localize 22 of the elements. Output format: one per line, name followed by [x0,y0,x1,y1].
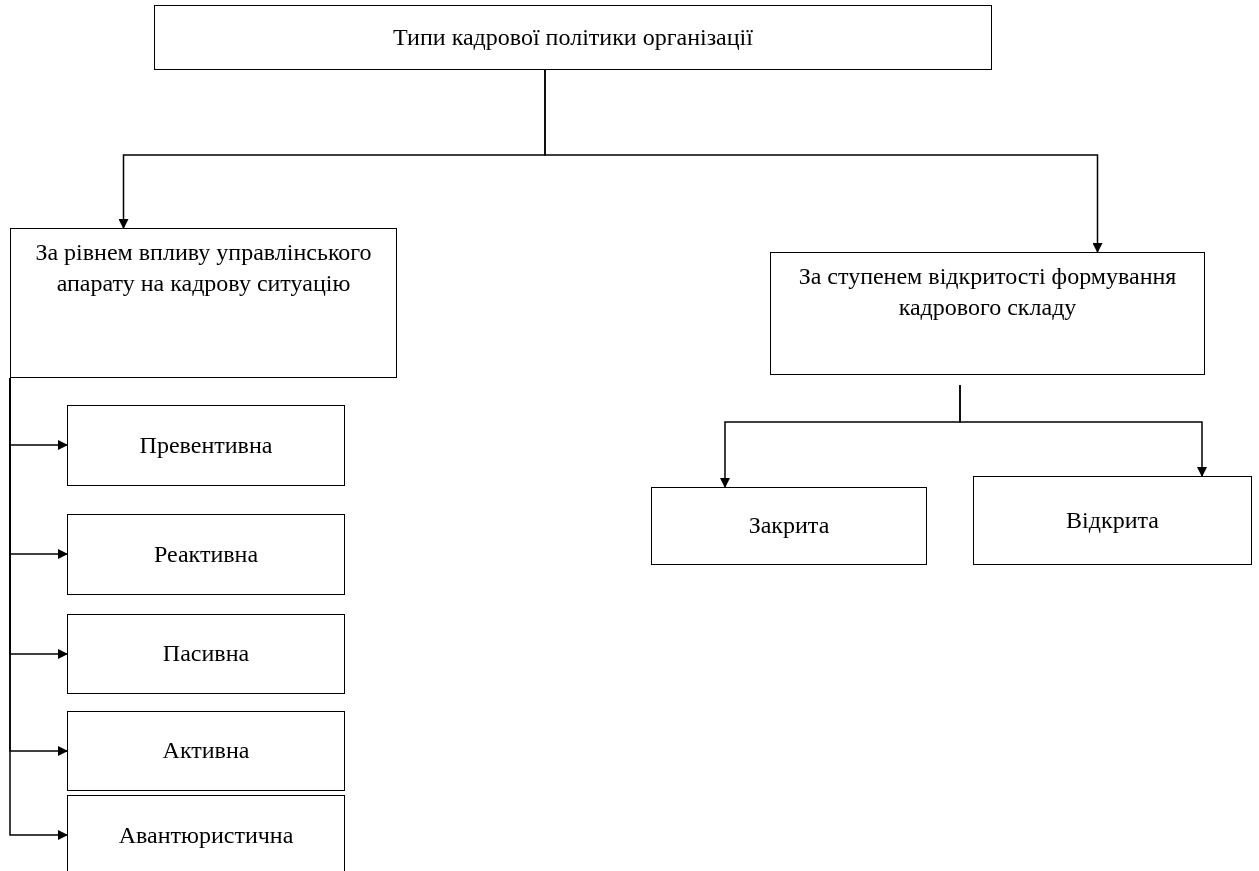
category-box [10,228,397,378]
category-box [67,711,345,791]
arrow [544,69,1103,253]
box-label: Реактивна [153,539,259,569]
category-box [67,514,345,595]
box-label: Активна [162,736,250,766]
category-box [973,476,1252,565]
box-label: За ступенем відкритості формування кадрового складу [797,262,1178,323]
category-box [67,405,345,486]
box-label: Відкрита [1066,505,1159,535]
box-label: За рівнем впливу управлінського апарату на кадрову ситуацію [34,238,373,299]
category-box [67,614,345,694]
category-box [651,487,927,565]
category-box [770,252,1205,375]
box-label: Закрита [748,511,830,541]
box-label: Пасивна [162,639,250,669]
box-label: Авантюристична [118,820,294,850]
box-label: Типи кадрової політики організації [393,22,753,52]
arrow [959,384,1207,477]
box-label: Превентивна [139,430,273,460]
category-box [154,5,992,70]
category-box [67,795,345,871]
